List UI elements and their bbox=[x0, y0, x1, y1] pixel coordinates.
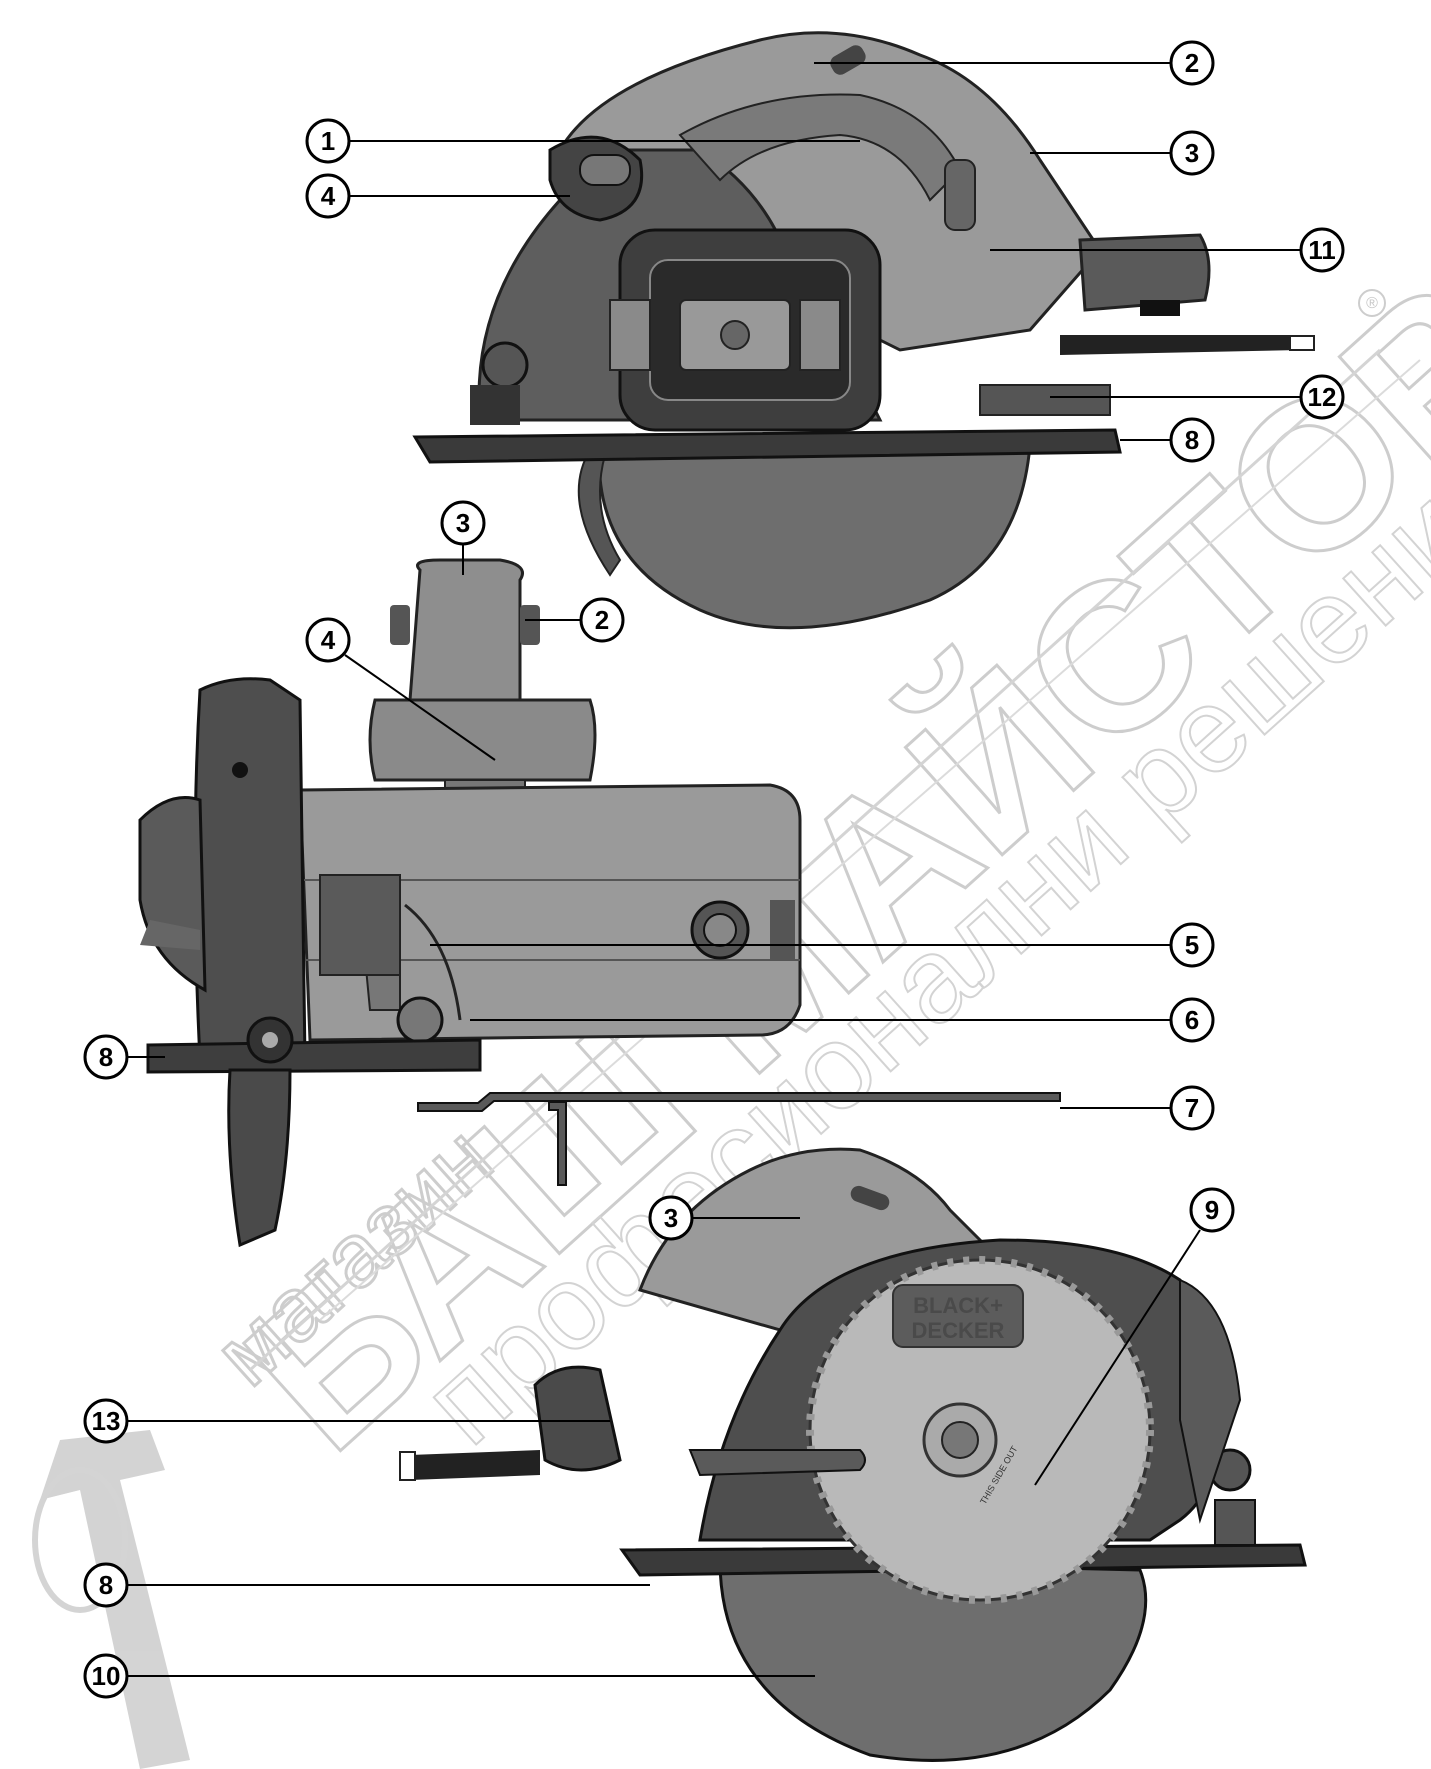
callout-7-number: 7 bbox=[1185, 1093, 1199, 1123]
callout-5-number: 5 bbox=[1185, 930, 1199, 960]
brand-logo-line2: DECKER bbox=[912, 1318, 1005, 1343]
callout-8-bottom: 8 bbox=[83, 1562, 129, 1608]
registered-mark-icon bbox=[1358, 289, 1386, 317]
callout-10-number: 10 bbox=[92, 1661, 121, 1691]
callout-7: 7 bbox=[1169, 1085, 1215, 1131]
callout-8-bottom-number: 8 bbox=[99, 1570, 113, 1600]
saw-side-view-bottom: BLACK+ DECKER THIS SIDE OUT bbox=[399, 1147, 1307, 1762]
callout-8-top: 8 bbox=[1169, 417, 1215, 463]
callout-11-number: 11 bbox=[1308, 235, 1336, 265]
callout-4-top: 4 bbox=[305, 173, 351, 219]
callout-8-middle-number: 8 bbox=[99, 1042, 113, 1072]
callout-9: 9 bbox=[1189, 1187, 1235, 1233]
registered-mark: ® bbox=[1366, 295, 1378, 312]
callout-13: 13 bbox=[83, 1398, 129, 1444]
callout-12-number: 12 bbox=[1308, 382, 1337, 412]
callout-2-middle-number: 2 bbox=[595, 605, 609, 635]
callout-13-number: 13 bbox=[92, 1406, 121, 1436]
callout-6: 6 bbox=[1169, 997, 1215, 1043]
callout-3-middle-number: 3 bbox=[456, 508, 470, 538]
callout-3-bottom: 3 bbox=[648, 1195, 694, 1241]
callout-3-middle: 3 bbox=[440, 500, 486, 546]
callout-3-top: 3 bbox=[1169, 130, 1215, 176]
callout-4-middle: 4 bbox=[305, 617, 351, 663]
saw-front-view-middle bbox=[138, 558, 802, 1248]
brand-plate bbox=[892, 1284, 1024, 1348]
hex-key-wrench bbox=[417, 1092, 1061, 1186]
callout-1: 1 bbox=[305, 118, 351, 164]
callout-8-middle: 8 bbox=[83, 1034, 129, 1080]
callout-9-number: 9 bbox=[1205, 1195, 1219, 1225]
callout-3-bottom-number: 3 bbox=[664, 1203, 678, 1233]
callout-8-top-number: 8 bbox=[1185, 425, 1199, 455]
callout-leader-lines bbox=[128, 62, 1300, 1677]
callout-4-top-number: 4 bbox=[321, 181, 336, 211]
callout-12: 12 bbox=[1299, 374, 1345, 420]
callout-2-top: 2 bbox=[1169, 40, 1215, 86]
callout-5: 5 bbox=[1169, 922, 1215, 968]
brand-logo-line1: BLACK+ bbox=[913, 1293, 1003, 1318]
callout-1-number: 1 bbox=[321, 126, 335, 156]
callout-11: 11 bbox=[1299, 227, 1345, 273]
saw-side-view-top bbox=[412, 31, 1315, 630]
callout-4-middle-number: 4 bbox=[321, 625, 336, 655]
callout-3-top-number: 3 bbox=[1185, 138, 1199, 168]
callout-10: 10 bbox=[83, 1653, 129, 1699]
callout-6-number: 6 bbox=[1185, 1005, 1199, 1035]
callout-2-top-number: 2 bbox=[1185, 48, 1199, 78]
callout-2-middle: 2 bbox=[579, 597, 625, 643]
